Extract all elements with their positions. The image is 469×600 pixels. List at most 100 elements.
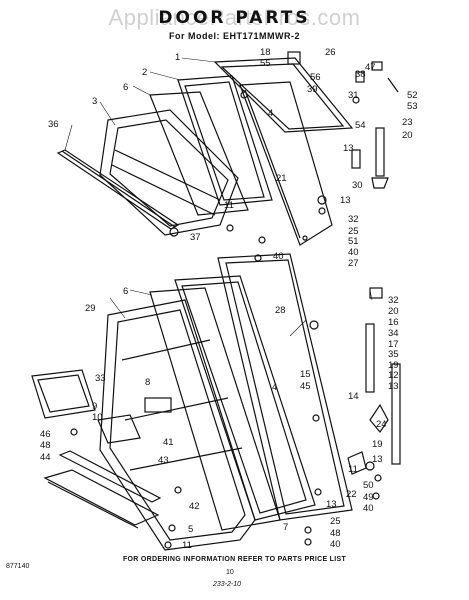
ordering-note: FOR ORDERING INFORMATION REFER TO PARTS … [122, 556, 347, 563]
callout-15: 15 [300, 369, 311, 380]
date-stamp: 233-2-10 [213, 581, 242, 588]
callout-18: 18 [260, 47, 271, 58]
freezer-door-outer-panel [239, 81, 333, 246]
door-handle-clip [144, 397, 172, 413]
callout-2: 2 [142, 67, 147, 78]
callout-5: 5 [188, 524, 193, 535]
callout-36: 36 [48, 119, 59, 130]
callout-54: 54 [355, 120, 366, 131]
callout-39: 39 [307, 84, 318, 95]
callout-30: 30 [352, 180, 363, 191]
callout-11b: 11 [348, 464, 358, 475]
callout-29: 29 [85, 303, 96, 314]
callout-50: 50 [363, 480, 374, 491]
fresh-food-inner-liner [99, 299, 256, 551]
callout-38: 38 [355, 69, 366, 80]
butter-compartment-door [31, 369, 96, 419]
freezer-breaker-frame [177, 75, 273, 206]
callout-25b: 25 [330, 516, 341, 527]
callout-53: 53 [407, 101, 418, 112]
callout-19a: 19 [388, 360, 399, 371]
freezer-liner-gasket [149, 91, 249, 216]
callout-32b: 32 [388, 295, 399, 306]
callout-13a: 13 [343, 143, 354, 154]
callout-7: 7 [283, 522, 288, 533]
callout-13e: 13 [326, 499, 337, 510]
callout-47: 47 [365, 62, 376, 73]
callout-20b: 20 [388, 306, 399, 317]
callout-40b: 40 [348, 247, 359, 258]
watermark: AppliancePartsPros.com [108, 5, 361, 30]
callout-8: 8 [145, 377, 150, 388]
callout-31: 31 [348, 90, 359, 101]
callout-52: 52 [407, 90, 418, 101]
callout-24: 24 [376, 419, 387, 430]
callout-48b: 48 [330, 528, 341, 539]
callout-45: 45 [300, 381, 311, 392]
callout-19b: 19 [372, 439, 383, 450]
callout-1: 1 [175, 52, 180, 63]
fresh-food-breaker-frame [149, 287, 281, 531]
callout-51: 51 [348, 236, 359, 247]
callout-48a: 48 [40, 440, 51, 451]
upper-hinge-assembly [287, 51, 399, 215]
callout-33: 33 [95, 373, 106, 384]
callout-3: 3 [92, 96, 97, 107]
callout-56: 56 [310, 72, 321, 83]
callout-11c: 11 [182, 540, 192, 551]
freezer-inner-door-liner [99, 109, 239, 236]
callout-4a: 4 [268, 108, 273, 119]
callout-9: 9 [92, 401, 97, 412]
callout-28: 28 [275, 305, 286, 316]
callout-35: 35 [388, 349, 399, 360]
leader-lines [64, 57, 373, 337]
callout-40d: 40 [330, 539, 341, 550]
callout-16: 16 [388, 317, 399, 328]
callout-10: 10 [92, 412, 103, 423]
fresh-food-door-gasket [217, 253, 353, 521]
upper-screws [169, 91, 360, 244]
model-subtitle: For Model: EHT171MMWR-2 [168, 31, 300, 41]
callout-41: 41 [163, 437, 174, 448]
callout-21: 21 [276, 173, 287, 184]
diagram-code: 877140 [6, 563, 30, 570]
callout-13d: 13 [372, 454, 383, 465]
callout-42: 42 [189, 501, 200, 512]
callout-46: 46 [40, 429, 51, 440]
callout-23: 23 [402, 117, 413, 128]
fresh-food-door-outer-panel [174, 275, 316, 521]
callout-34: 34 [388, 328, 399, 339]
lower-hinge-and-handle [347, 287, 401, 500]
lower-screws [70, 254, 322, 549]
callout-55: 55 [260, 58, 271, 69]
page-number: 10 [226, 569, 234, 576]
diagram-title: DOOR PARTS [158, 8, 311, 28]
callout-26: 26 [325, 47, 336, 58]
callout-25a: 25 [348, 226, 359, 237]
callout-17: 17 [388, 339, 399, 350]
callout-44: 44 [40, 452, 51, 463]
callout-32a: 32 [348, 214, 359, 225]
callout-43: 43 [158, 455, 169, 466]
callout-13b: 13 [340, 195, 351, 206]
callout-11a: 11 [224, 200, 234, 211]
callout-40c: 40 [363, 503, 374, 514]
callout-37: 37 [190, 232, 201, 243]
freezer-door-shelf-bar [56, 149, 180, 230]
callout-13c: 13 [388, 381, 399, 392]
callout-20: 20 [402, 130, 413, 141]
callout-49: 49 [363, 492, 374, 503]
callout-6a: 6 [123, 82, 128, 93]
callout-labels: 18 55 26 1 2 56 47 38 6 39 31 52 3 53 4 … [40, 47, 418, 551]
freezer-door-gasket [213, 57, 354, 133]
callout-22: 22 [346, 489, 357, 500]
callout-27: 27 [348, 258, 359, 269]
callout-6b: 6 [123, 286, 128, 297]
dairy-bin [97, 414, 141, 444]
callout-40a: 40 [273, 251, 284, 262]
callout-12: 12 [388, 370, 399, 381]
door-shelf-bin [43, 450, 162, 529]
callout-14: 14 [348, 391, 359, 402]
callout-4b: 4 [272, 382, 277, 393]
